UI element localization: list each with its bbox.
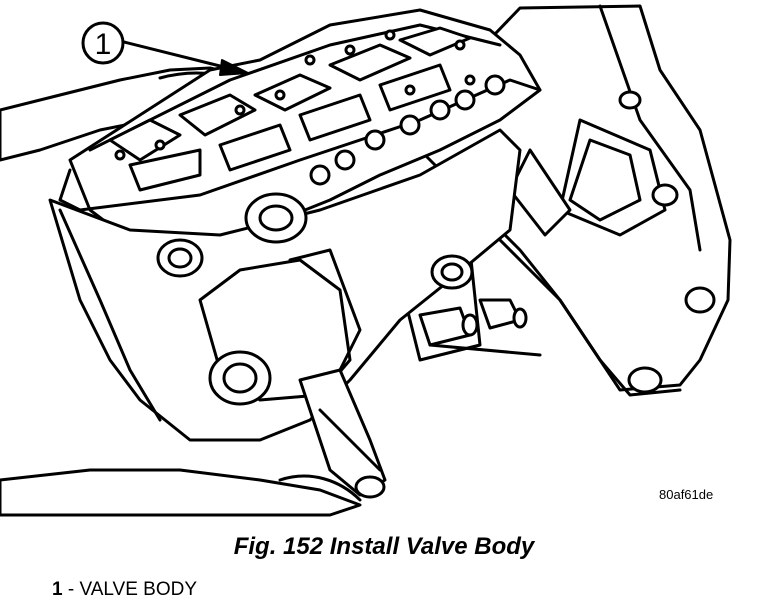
callout-1 [81, 21, 249, 76]
valve-body [58, 8, 542, 252]
legend: 1 - VALVE BODY [52, 579, 197, 601]
fittings [418, 298, 542, 357]
hand-bottom [0, 468, 362, 517]
port-openings [156, 192, 474, 406]
valve-body-illustration: 1 80af61de [0, 4, 732, 517]
callout-number: 1 [95, 28, 112, 61]
image-code: 80af61de [659, 487, 713, 502]
legend-item-number: 1 [52, 579, 63, 600]
figure-caption: Fig. 152 Install Valve Body [233, 533, 535, 560]
bolt-row [309, 74, 506, 186]
legend-item-label: VALVE BODY [79, 579, 198, 600]
legend-item-separator: - [62, 579, 80, 600]
